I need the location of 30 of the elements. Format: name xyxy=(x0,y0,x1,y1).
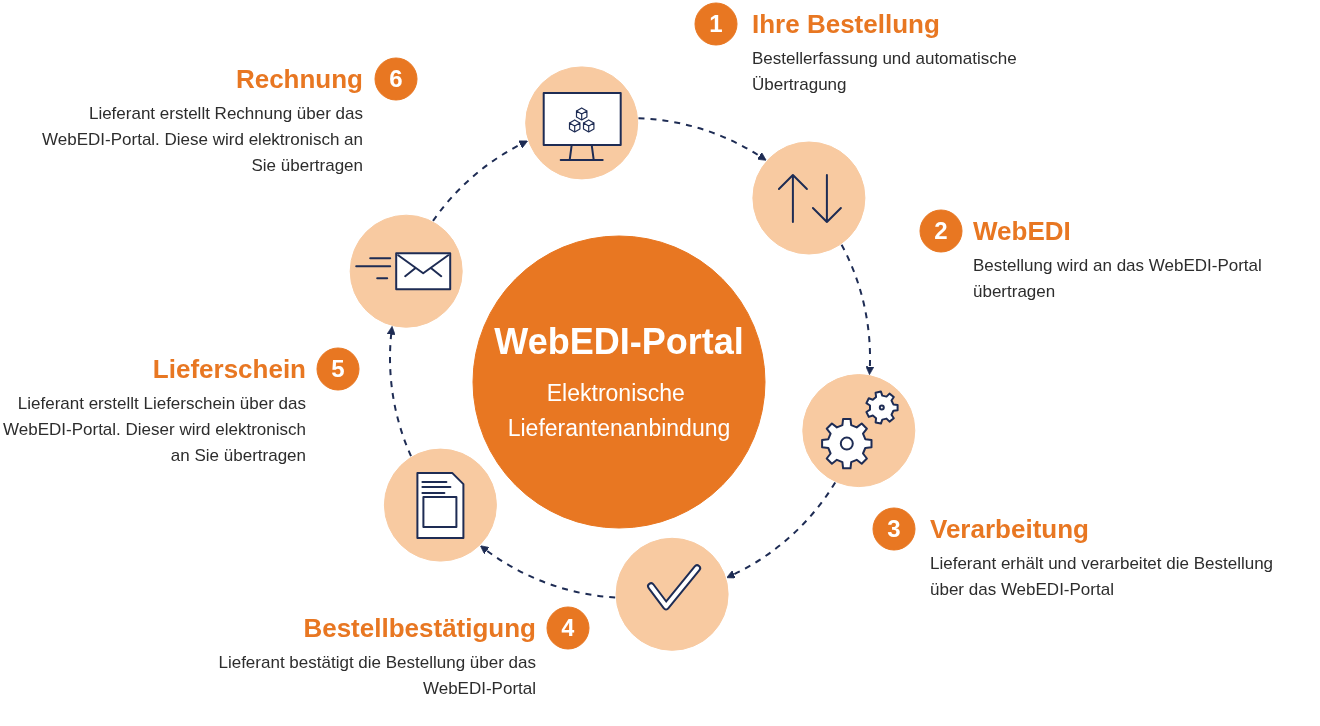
step-description: Lieferant bestätigt die Bestellung über das WebEDI-Portal xyxy=(217,652,536,700)
node-circle: 1 xyxy=(694,2,738,46)
step-description: Lieferant erstellt Lieferschein über das WebEDI-Portal. Dieser wird elektronisch an Sie übertragen xyxy=(2,393,306,467)
step-description: Bestellung wird an das WebEDI-Portal übertragen xyxy=(973,255,1263,303)
node-circle: WebEDI-Portal Elektronische Lieferantenanbindung xyxy=(472,235,766,529)
node-circle xyxy=(383,448,497,562)
arrow xyxy=(726,481,837,579)
step-description: Lieferant erstellt Rechnung über das WebEDI-Portal. Diese wird elektronisch an Sie übertragen xyxy=(41,103,363,177)
node-circle xyxy=(752,141,866,255)
node-circle xyxy=(802,374,916,488)
node-circle xyxy=(615,537,729,651)
node-circle: 4 xyxy=(546,606,590,650)
step-heading: Bestellbestätigung xyxy=(303,613,536,643)
node-circle xyxy=(349,214,463,328)
step-heading: WebEDI xyxy=(973,216,1071,246)
arrow xyxy=(386,326,412,458)
arrow xyxy=(432,140,528,222)
step-description: Bestellerfassung und automatische Übertragung xyxy=(752,48,1018,96)
step-heading: Lieferschein xyxy=(152,354,306,384)
step-heading: Rechnung xyxy=(235,64,363,94)
node-circle: 3 xyxy=(872,507,916,551)
arrow xyxy=(479,545,617,599)
arrow xyxy=(840,243,875,375)
step-description: Lieferant erhält und verarbeitet die Bestellung über das WebEDI-Portal xyxy=(930,553,1275,601)
step-heading: Ihre Bestellung xyxy=(752,9,940,39)
step-heading: Verarbeitung xyxy=(930,514,1089,544)
node-circle: 6 xyxy=(374,57,418,101)
node-circle: 2 xyxy=(919,209,963,253)
arrow xyxy=(637,117,767,161)
node-circle: 5 xyxy=(316,347,360,391)
